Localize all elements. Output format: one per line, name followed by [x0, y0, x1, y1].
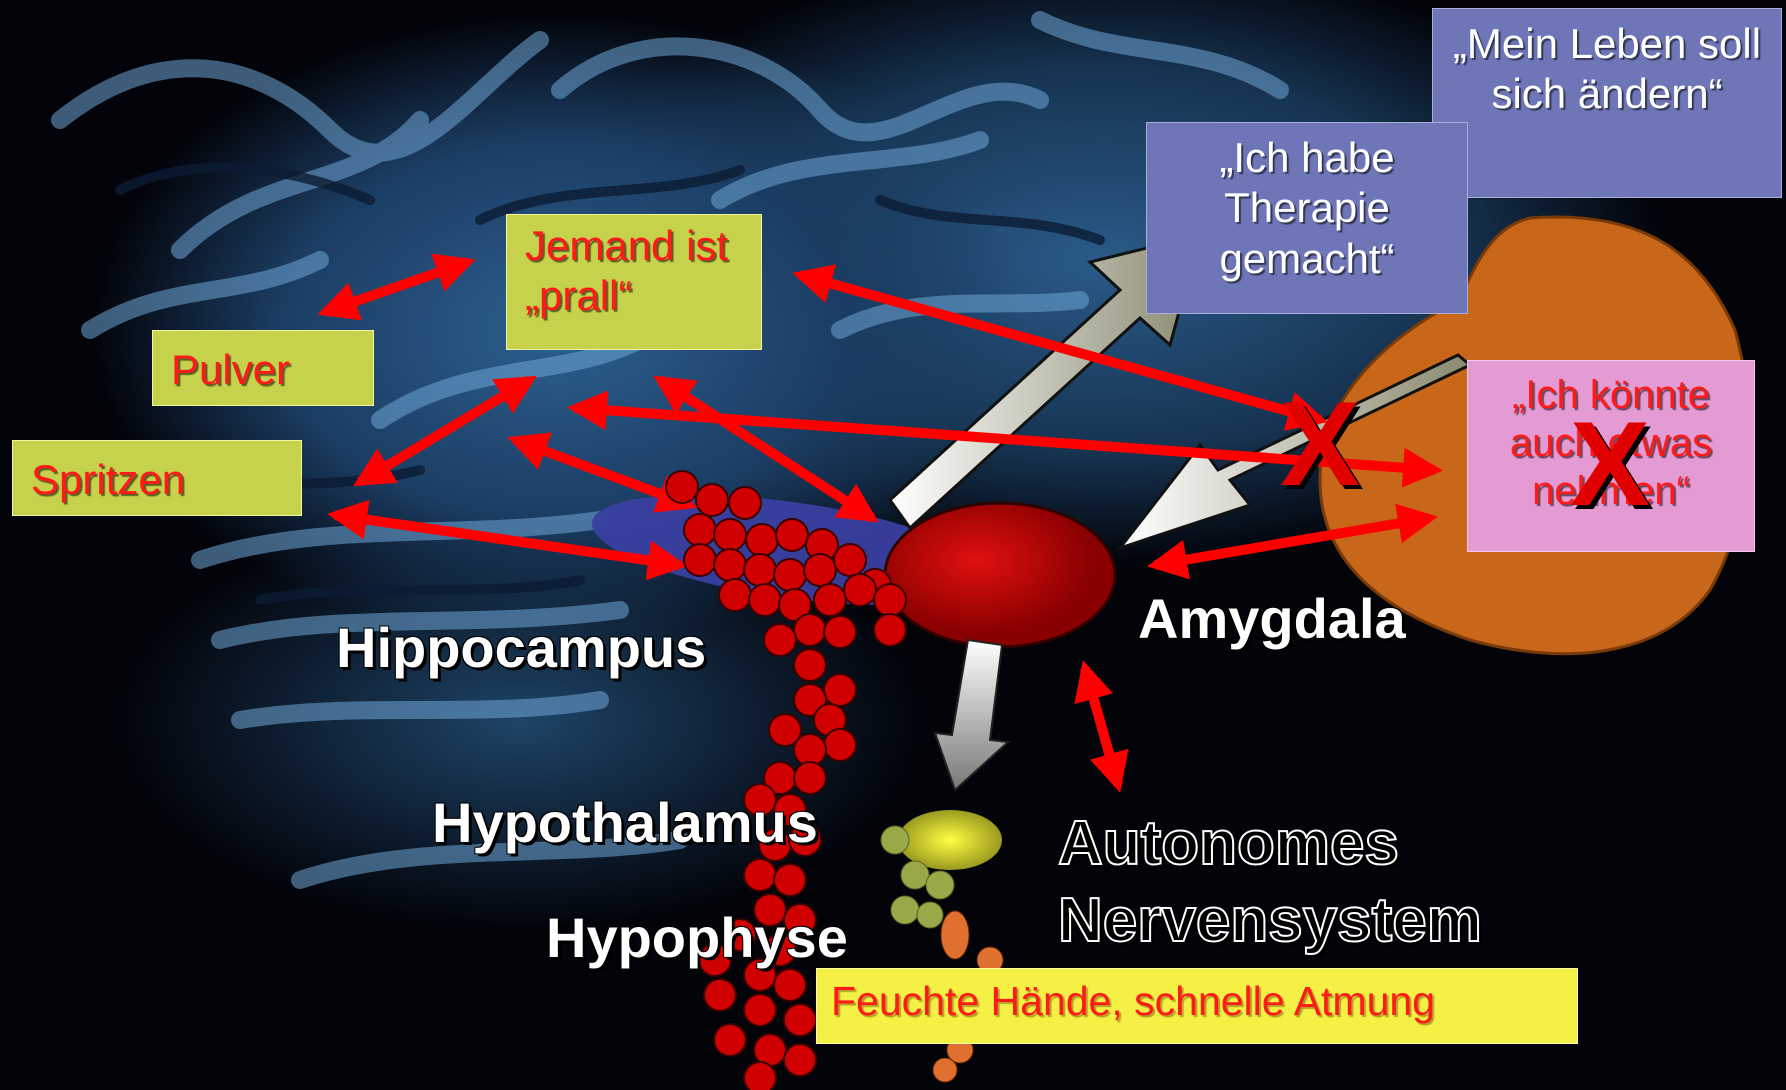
box-symptome: Feuchte Hände, schnelle Atmung: [816, 968, 1578, 1044]
arrow-spritzen-jemand: [360, 380, 530, 482]
cell-circle: [684, 514, 716, 546]
box-pulver-text: Pulver: [171, 346, 290, 393]
cell-circle: [774, 969, 806, 1001]
arrow-pulver-jemand: [325, 262, 468, 312]
box-spritzen-text: Spritzen: [31, 456, 185, 503]
cross-mark-left: X: [1280, 375, 1360, 513]
label-autonomes: Autonomes: [1058, 808, 1399, 879]
label-hypothalamus: Hypothalamus: [432, 790, 818, 855]
cell-circle: [774, 559, 806, 591]
cell-circle: [714, 549, 746, 581]
arrow-amygdala-ans: [1085, 668, 1118, 785]
amygdala-shape: [885, 503, 1115, 647]
cell-circle: [814, 584, 846, 616]
cell-circle: [714, 519, 746, 551]
box-therapie: „Ich habe Therapie gemacht“: [1146, 122, 1468, 314]
box-mein-leben: „Mein Leben soll sich ändern“: [1432, 8, 1782, 198]
label-hippocampus: Hippocampus: [336, 615, 706, 680]
cross-mark-right: X: [1570, 395, 1650, 533]
cell-circle: [729, 487, 761, 519]
cell-circle: [824, 729, 856, 761]
cell-circle: [874, 584, 906, 616]
cell-circle: [704, 979, 736, 1011]
cell-circle: [764, 624, 796, 656]
cell-circle: [684, 544, 716, 576]
box-jemand-text: Jemand ist „prall“: [525, 222, 728, 319]
label-hypophyse: Hypophyse: [546, 905, 848, 970]
cell-circle: [824, 674, 856, 706]
label-amygdala: Amygdala: [1138, 586, 1406, 651]
cell-circle: [844, 574, 876, 606]
cell-circle: [804, 554, 836, 586]
cell-circle: [749, 584, 781, 616]
cell-circle: [794, 614, 826, 646]
cell-circle: [834, 544, 866, 576]
down-arrow-hypothalamus: [935, 640, 1008, 790]
cell-circle: [719, 579, 751, 611]
cell-circle: [696, 484, 728, 516]
cell-circle: [874, 614, 906, 646]
cell-circle: [744, 859, 776, 891]
cell-circle: [824, 616, 856, 648]
box-pulver: Pulver: [152, 330, 374, 406]
cell-circle: [744, 994, 776, 1026]
cell-circle: [744, 1062, 776, 1090]
cell-circle: [744, 554, 776, 586]
cell-circle: [794, 649, 826, 681]
arrow-hippo-jemand-a: [515, 440, 690, 505]
cell-circle: [784, 1004, 816, 1036]
cell-circle: [774, 864, 806, 896]
box-symptome-text: Feuchte Hände, schnelle Atmung: [831, 978, 1435, 1024]
box-jemand-prall: Jemand ist „prall“: [506, 214, 762, 350]
box-mein-leben-text: „Mein Leben soll sich ändern“: [1453, 20, 1761, 117]
box-spritzen: Spritzen: [12, 440, 302, 516]
label-nervensystem: Nervensystem: [1058, 885, 1482, 956]
cell-circle: [784, 1044, 816, 1076]
cell-circle: [666, 471, 698, 503]
cell-circle: [776, 519, 808, 551]
cell-circle: [714, 1024, 746, 1056]
box-therapie-text: „Ich habe Therapie gemacht“: [1219, 134, 1394, 282]
cell-circle: [746, 524, 778, 556]
